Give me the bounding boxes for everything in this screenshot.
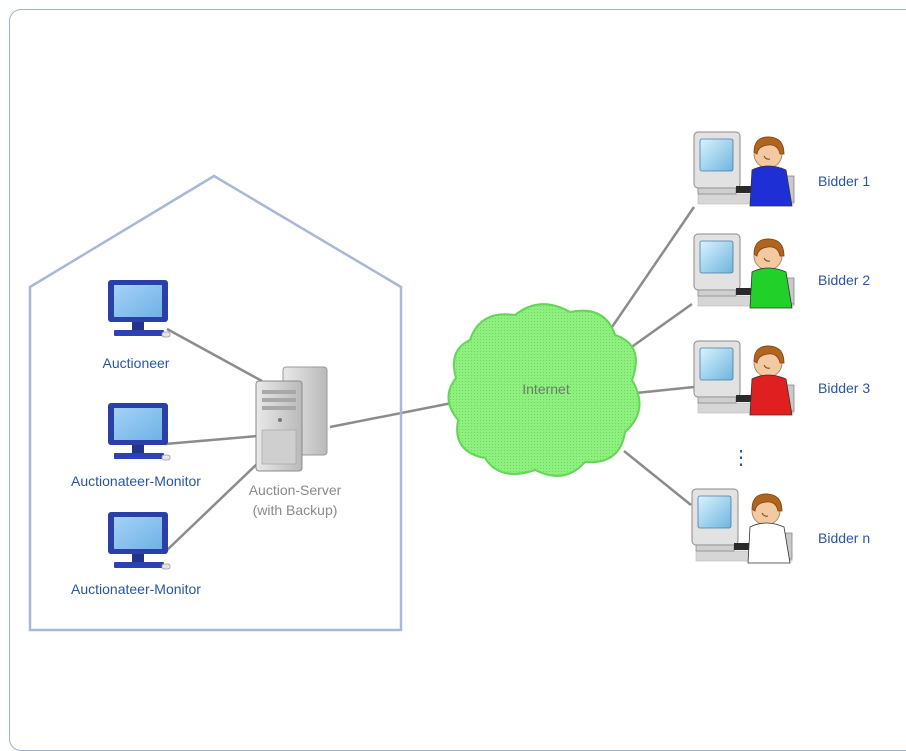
server-label-line1: Auction-Server [249,482,342,498]
bidder-1-icon [693,131,795,207]
monitor-computer-2-icon [107,511,171,570]
house-outline [28,174,403,632]
monitor-2-label: Auctionateer-Monitor [71,581,201,597]
monitor-computer-1-icon [107,402,171,461]
internet-cloud-icon [447,303,641,477]
connector-auctioneer-server [166,327,263,383]
connector-internet-bidder2 [625,302,693,353]
bidder-3-label: Bidder 3 [818,380,870,396]
connector-internet-bidder1 [608,206,696,331]
bidder-2-icon [693,233,795,309]
connector-server-internet [329,401,453,429]
auctioneer-label: Auctioneer [103,355,170,371]
bidder-2-label: Bidder 2 [818,272,870,288]
ellipsis-more-bidders: ⋮ [731,447,751,469]
internet-label: Internet [522,381,570,397]
network-diagram: Auctioneer Auctionateer-Monitor Auctiona… [28,131,870,632]
auctioneer-computer-icon [107,279,171,338]
connector-monitor1-server [164,434,259,446]
bidder-3-icon [693,340,795,416]
connector-internet-bidder3 [635,385,695,395]
bidder-1-label: Bidder 1 [818,173,870,189]
monitor-1-label: Auctionateer-Monitor [71,473,201,489]
server-icon [255,366,328,472]
bidder-n-label: Bidder n [818,530,870,546]
connector-monitor2-server [164,462,259,553]
bidder-n-icon [691,488,793,564]
connector-internet-biddern [623,450,692,506]
connectors [164,206,696,553]
server-label-line2: (with Backup) [253,502,338,518]
